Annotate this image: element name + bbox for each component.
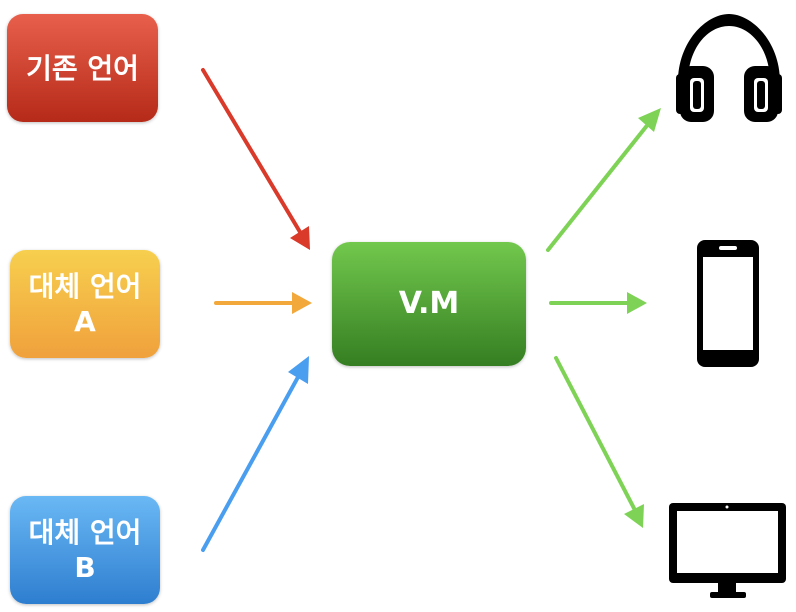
source-alt-a-label: 대체 언어: [28, 270, 142, 303]
source-alt-b-letter: B: [74, 551, 96, 584]
arrow-vm-to-smartphone: [549, 292, 647, 314]
monitor-icon: [669, 503, 786, 598]
source-existing-language: 기존 언어: [7, 14, 158, 122]
source-alternative-language-b: 대체 언어 B: [10, 496, 160, 604]
arrow-vm-to-headphones: [546, 108, 661, 252]
arrow-vm-to-monitor: [554, 356, 644, 528]
source-existing-label: 기존 언어: [26, 51, 139, 85]
vm-label: V.M: [398, 286, 460, 322]
headphones-icon: [676, 14, 782, 122]
arrow-alt-a-to-vm: [214, 292, 312, 314]
source-alt-b-label: 대체 언어: [28, 516, 142, 549]
source-alternative-language-a: 대체 언어 A: [10, 250, 160, 358]
smartphone-icon: [697, 240, 759, 367]
arrow-existing-to-vm: [201, 68, 310, 250]
virtual-machine-box: V.M: [332, 242, 526, 366]
source-alt-a-letter: A: [74, 305, 96, 338]
arrow-alt-b-to-vm: [201, 356, 309, 552]
